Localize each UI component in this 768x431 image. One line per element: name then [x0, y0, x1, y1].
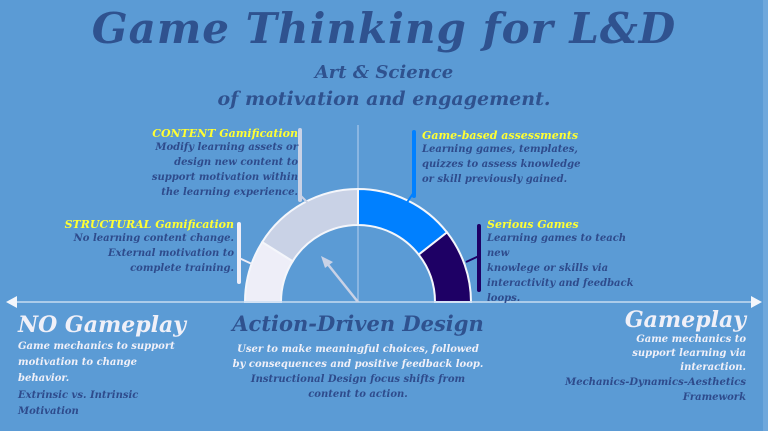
desc-line: the learning experience. [161, 187, 298, 198]
bracket-structural [237, 222, 241, 284]
desc-line: by consequences and positive feedback lo… [232, 359, 484, 370]
desc-line: User to make meaningful choices, followe… [237, 344, 479, 355]
gauge-needle [325, 261, 359, 303]
desc-line: support motivation within [151, 172, 298, 183]
desc-line: complete training. [130, 263, 234, 274]
desc-line: Learning games, templates, [422, 144, 578, 155]
structural-gamification-heading: STRUCTURAL Gamification [64, 218, 234, 231]
desc-line: External motivation to [108, 248, 234, 259]
desc-line: Game mechanics to support [18, 341, 175, 352]
serious-games-heading: Serious Games [487, 218, 579, 231]
bracket-content [298, 128, 302, 202]
structural-gamification-block: STRUCTURAL Gamification No learning cont… [14, 218, 234, 276]
arrow-right-icon [751, 296, 762, 308]
action-driven-design-note: Instructional Design focus shifts from c… [0, 372, 716, 402]
desc-line: quizzes to assess knowledge [422, 159, 581, 170]
desc-line: knowlege or skills via [487, 263, 609, 274]
subtitle-line-1: Art & Science [314, 62, 454, 83]
needle-arrowhead-icon [321, 256, 333, 268]
desc-line: support learning via [632, 348, 746, 359]
note-line: Motivation [18, 406, 79, 417]
game-based-assessments-block: Game-based assessments Learning games, t… [422, 129, 612, 187]
serious-games-block: Serious Games Learning games to teach ne… [487, 218, 637, 306]
right-edge-strip [763, 0, 768, 431]
page-title: Game Thinking for L&D [91, 4, 677, 53]
game-based-assessments-heading: Game-based assessments [422, 129, 579, 142]
action-driven-design-desc: User to make meaningful choices, followe… [0, 342, 716, 372]
desc-line: behavior. [18, 373, 70, 384]
no-gameplay-note: Extrinsic vs. Intrinsic Motivation [18, 388, 208, 420]
bracket-game-based [412, 130, 416, 198]
note-line: Framework [682, 392, 746, 403]
no-gameplay-desc: Game mechanics to support motivation to … [18, 339, 208, 387]
desc-line: Game mechanics to [636, 334, 746, 345]
subtitle-line-2: of motivation and engagement. [217, 88, 551, 110]
desc-line: motivation to change [18, 357, 138, 368]
desc-line: design new content to [174, 157, 298, 168]
gameplay-desc: Game mechanics to support learning via i… [556, 333, 746, 375]
gauge [243, 187, 473, 303]
gameplay-note: Mechanics-Dynamics-Aesthetics Framework [526, 375, 746, 405]
note-line: Extrinsic vs. Intrinsic [18, 390, 139, 401]
bracket-content-connector [299, 194, 311, 206]
no-gameplay-title: NO Gameplay [18, 312, 187, 338]
bracket-game-based-connector [405, 191, 415, 205]
content-gamification-block: CONTENT Gamification Modify learning ass… [98, 127, 298, 200]
bracket-serious [477, 224, 481, 292]
desc-line: Modify learning assets or [155, 142, 298, 153]
desc-line: interactivity and feedback [487, 278, 634, 289]
note-line: Mechanics-Dynamics-Aesthetics [565, 377, 746, 388]
content-gamification-desc: Modify learning assets or design new con… [98, 140, 298, 200]
note-line: content to action. [308, 389, 408, 400]
bracket-serious-connector [465, 255, 480, 263]
game-based-assessments-desc: Learning games, templates, quizzes to as… [422, 142, 612, 187]
gameplay-title: Gameplay [624, 307, 746, 333]
content-gamification-heading: CONTENT Gamification [152, 127, 298, 140]
bracket-structural-connector [238, 257, 253, 265]
desc-line: or skill previously gained. [422, 174, 568, 185]
note-line: Instructional Design focus shifts from [250, 374, 466, 385]
structural-gamification-desc: No learning content change. External mot… [14, 231, 234, 276]
arrow-left-icon [6, 296, 17, 308]
action-driven-design-title: Action-Driven Design [232, 311, 484, 336]
serious-games-desc: Learning games to teach new knowlege or … [487, 231, 637, 306]
desc-line: loops. [487, 293, 521, 304]
desc-line: interaction. [680, 362, 746, 373]
desc-line: Learning games to teach new [487, 233, 627, 259]
desc-line: No learning content change. [73, 233, 234, 244]
